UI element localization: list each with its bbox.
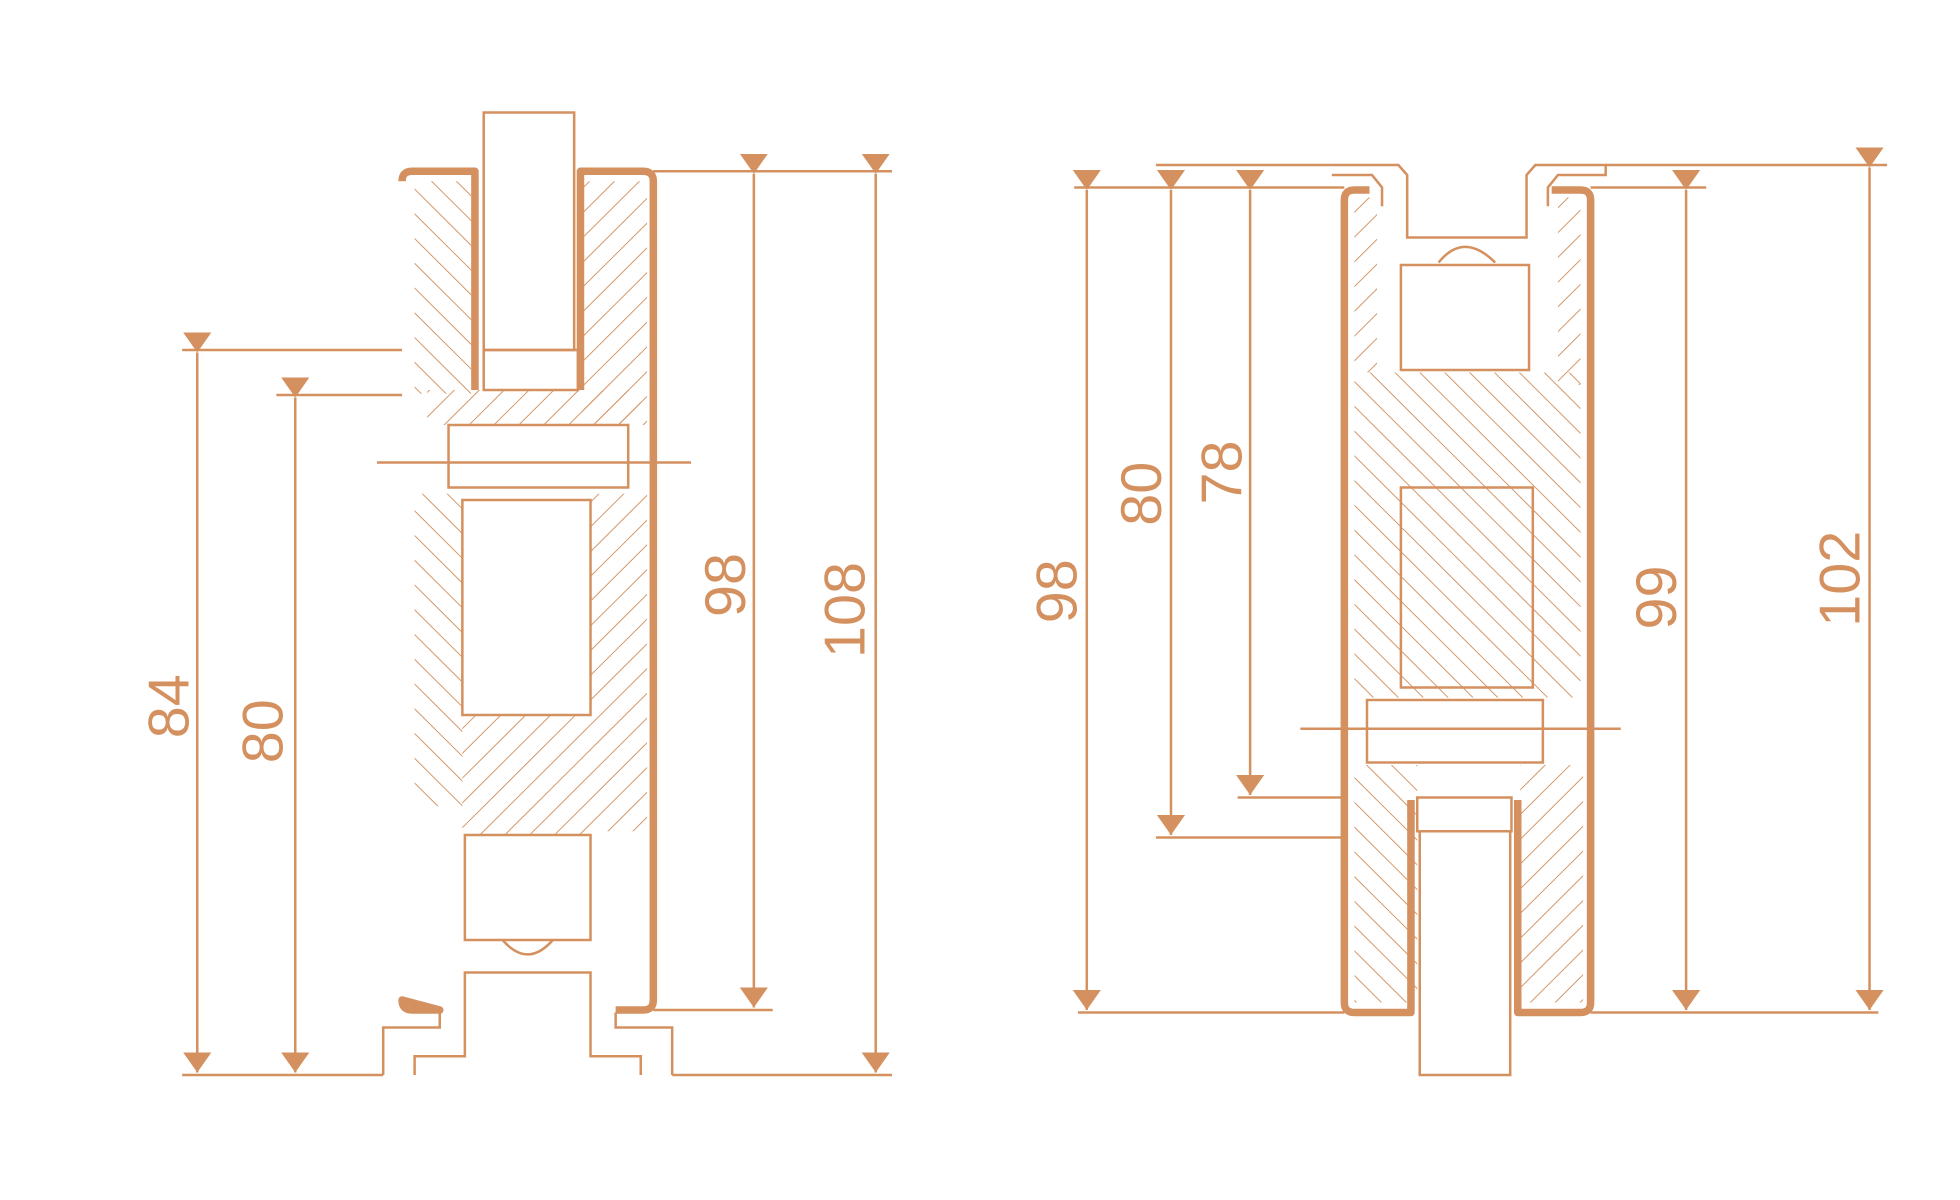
dimension-label-80: 80 [1110,462,1174,526]
left-body [376,111,692,1075]
dimension-label-99: 99 [1625,566,1689,630]
right-body [1300,163,1621,1077]
dimension-label-102: 102 [1808,531,1872,627]
dimension-label-98: 98 [1026,559,1090,623]
dimension-label-78: 78 [1190,441,1254,505]
left-section: 84 80 98 108 [137,111,893,1077]
dimension-label-98: 98 [694,553,758,617]
right-dimensions: 98 80 78 99 102 [1026,147,1888,1014]
dimension-label-108: 108 [813,562,877,658]
right-section: 98 80 78 99 102 [1026,147,1888,1077]
dimension-label-80: 80 [232,699,296,763]
left-dimensions: 84 80 98 108 [137,153,893,1077]
dimension-label-84: 84 [137,674,201,738]
